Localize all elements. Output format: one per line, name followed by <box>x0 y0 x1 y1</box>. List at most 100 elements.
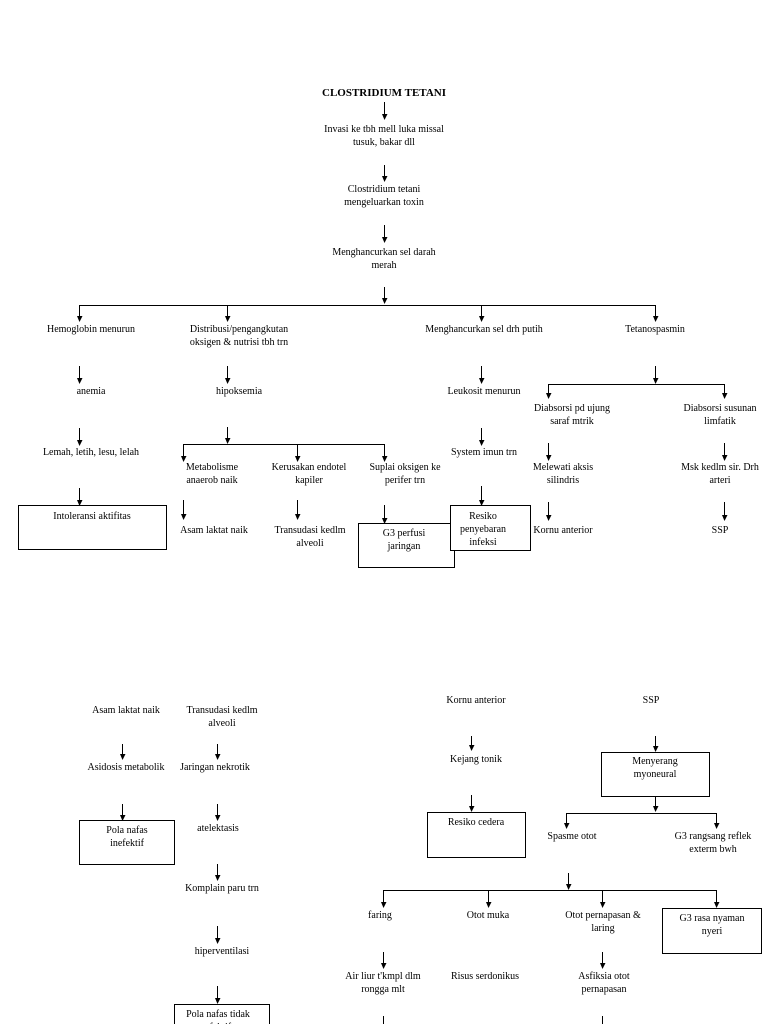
node-menyerang-line-1: Menyerang <box>632 756 678 767</box>
arrow-head-23 <box>77 500 83 506</box>
box-g3-nyaman <box>662 908 762 954</box>
node-komplain-line-1: Komplain paru trn <box>185 883 259 894</box>
node-kerusakan-line-1: Kerusakan endotel <box>272 462 347 473</box>
node-otot-pernapasan-line-2: laring <box>591 923 614 934</box>
arrow-head-18 <box>181 456 187 462</box>
arrow-head-36 <box>564 823 570 829</box>
arrow-head-43 <box>486 902 492 908</box>
node-hemoglobin-line-1: Hemoglobin menurun <box>47 324 135 335</box>
arrow-head-14 <box>722 393 728 399</box>
node-spasme-line-1: Spasme otot <box>547 831 596 842</box>
node-melewati-line-1: Melewati aksis <box>533 462 593 473</box>
node-ssp2-line-1: SSP <box>643 695 660 706</box>
node-g3-perfusi-line-1: G3 perfusi <box>383 528 426 539</box>
arrow-head-21 <box>546 455 552 461</box>
node-transudasi1-line-1: Transudasi kedlm <box>274 525 345 536</box>
arrow-head-20 <box>382 456 388 462</box>
node-risus-line-1: Risus serdonikus <box>451 971 519 982</box>
arrow-head-9 <box>77 378 83 384</box>
arrow-head-13 <box>546 393 552 399</box>
box-intoleransi <box>18 505 167 550</box>
node-resiko-infeksi-line-3: infeksi <box>469 537 496 548</box>
arrow-head-40 <box>215 875 221 881</box>
arrow-head-49 <box>215 998 221 1004</box>
node-intoleransi-line-1: Intoleransi aktifitas <box>53 511 131 522</box>
diagram-title: CLOSTRIDIUM TETANI <box>322 87 446 99</box>
node-nekrotik-line-1: Jaringan nekrotik <box>180 762 250 773</box>
arrow-head-42 <box>381 902 387 908</box>
node-asam1-line-1: Asam laktat naik <box>180 525 248 536</box>
arrow-head-44 <box>600 902 606 908</box>
node-transudasi2-line-1: Transudasi kedlm <box>186 705 257 716</box>
node-distribusi-line-2: oksigen & nutrisi tbh trn <box>190 337 288 348</box>
arrow-head-1 <box>382 114 388 120</box>
node-g3-refleks-line-2: exterm bwh <box>689 844 737 855</box>
node-hancur-putih-line-1: Menghancurkan sel drh putih <box>425 324 542 335</box>
node-g3-nyaman-line-1: G3 rasa nyaman <box>680 913 745 924</box>
node-suplai-line-1: Suplai oksigen ke <box>369 462 441 473</box>
arrow-head-5 <box>77 316 83 322</box>
arrow-head-38 <box>120 815 126 821</box>
node-menyerang-line-2: myoneural <box>634 769 677 780</box>
connector-lines <box>79 102 725 1024</box>
node-system-imun-line-1: System imun trn <box>451 447 517 458</box>
node-msk-kedlm-line-2: arteri <box>709 475 730 486</box>
arrow-head-39 <box>215 815 221 821</box>
arrow-head-45 <box>714 902 720 908</box>
node-otot-pernapasan-line-1: Otot pernapasan & <box>565 910 641 921</box>
node-asam2-line-1: Asam laktat naik <box>92 705 160 716</box>
arrow-head-25 <box>295 514 301 520</box>
node-melewati-line-2: silindris <box>547 475 579 486</box>
node-transudasi1-line-2: alveoli <box>296 538 323 549</box>
node-kornu1-line-1: Kornu anterior <box>533 525 593 536</box>
node-air-liur-line-2: rongga mlt <box>361 984 405 995</box>
arrow-head-12 <box>653 378 659 384</box>
node-faring-line-1: faring <box>368 910 392 921</box>
arrow-head-34 <box>469 806 475 812</box>
node-tetanospasmin-line-1: Tetanospasmin <box>625 324 685 335</box>
arrow-head-3 <box>382 237 388 243</box>
arrow-head-8 <box>653 316 659 322</box>
arrow-head-41 <box>566 884 572 890</box>
node-g3-nyaman-line-2: nyeri <box>702 926 723 937</box>
box-resiko-cedera <box>427 812 526 858</box>
arrow-head-31 <box>653 746 659 752</box>
arrow-head-7 <box>479 316 485 322</box>
node-kejang-line-1: Kejang tonik <box>450 754 502 765</box>
node-kerusakan-line-2: kapiler <box>295 475 323 486</box>
node-anemia-line-1: anemia <box>77 386 106 397</box>
node-invasi-line-2: tusuk, bakar dll <box>353 137 415 148</box>
node-diabsorsi-limfatik-line-2: limfatik <box>704 416 736 427</box>
arrow-head-17 <box>225 438 231 444</box>
node-toxin-line-1: Clostridium tetani <box>348 184 421 195</box>
arrow-head-15 <box>77 440 83 446</box>
arrow-head-24 <box>181 514 187 520</box>
node-metabolisme-line-2: anaerob naik <box>186 475 237 486</box>
arrow-head-37 <box>714 823 720 829</box>
node-diabsorsi-ujung-line-1: Diabsorsi pd ujung <box>534 403 610 414</box>
arrow-head-28 <box>546 515 552 521</box>
arrow-head-47 <box>381 963 387 969</box>
arrow-head-46 <box>215 938 221 944</box>
arrow-head-10 <box>225 378 231 384</box>
node-resiko-cedera-line-1: Resiko cedera <box>448 817 505 828</box>
arrow-head-11 <box>479 378 485 384</box>
box-menyerang <box>601 752 710 797</box>
node-transudasi2-line-2: alveoli <box>208 718 235 729</box>
node-asfiksia-line-1: Asfiksia otot <box>578 971 630 982</box>
node-g3-refleks-line-1: G3 rangsang reflek <box>675 831 752 842</box>
node-suplai-line-2: perifer trn <box>385 475 425 486</box>
node-pola-inefektif-line-2: inefektif <box>110 838 145 849</box>
node-boxes <box>18 505 762 1024</box>
node-hiperventilasi-line-1: hiperventilasi <box>195 946 250 957</box>
box-pola-tidak <box>174 1004 270 1024</box>
node-ssp1-line-1: SSP <box>712 525 729 536</box>
node-pola-tidak-line-1: Pola nafas tidak <box>186 1009 250 1020</box>
arrow-head-33 <box>215 754 221 760</box>
arrow-head-22 <box>722 455 728 461</box>
node-resiko-infeksi-line-1: Resiko <box>469 511 497 522</box>
node-hancur-merah-line-2: merah <box>372 260 397 271</box>
arrow-head-2 <box>382 176 388 182</box>
node-lemah-line-1: Lemah, letih, lesu, lelah <box>43 447 139 458</box>
